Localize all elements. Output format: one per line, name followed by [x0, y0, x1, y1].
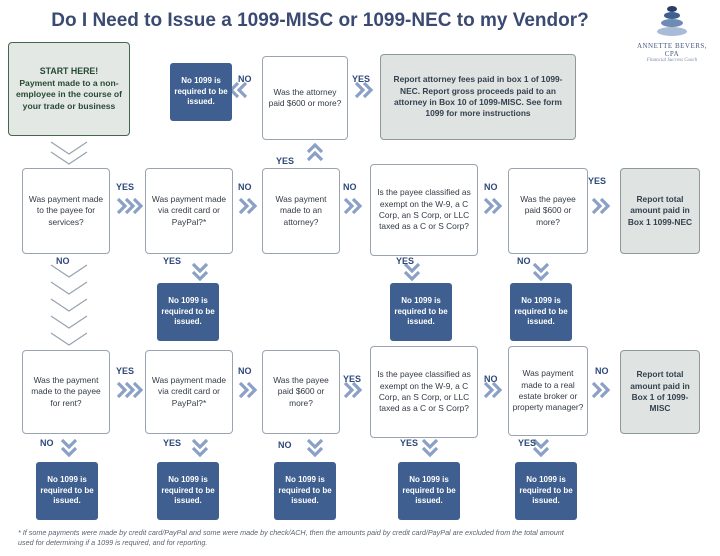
question-600-rent: Was the payee paid $600 or more? — [262, 350, 340, 434]
rent-no-arrow-4 — [483, 381, 502, 399]
services-yes-arrow-5 — [591, 197, 610, 215]
no1099-rent-1: No 1099 is required to be issued. — [36, 462, 98, 520]
label-no-rent-5: NO — [595, 366, 609, 376]
label-no-top: NO — [238, 74, 252, 84]
rent-yes-arrow — [116, 381, 143, 399]
label-no-services-3: NO — [343, 182, 357, 192]
question-attorney: Was payment made to an attorney? — [262, 168, 340, 254]
question-rent: Was the payment made to the payee for re… — [22, 350, 110, 434]
rent-no-arrow-5 — [591, 381, 610, 399]
label-yes-top: YES — [352, 74, 371, 84]
question-exempt-services: Is the payee classified as exempt on the… — [370, 164, 478, 256]
question-exempt-rent: Is the payee classified as exempt on the… — [370, 346, 478, 438]
label-yes-rent-down-4: YES — [400, 438, 419, 448]
start-down-arrow — [50, 141, 88, 165]
label-yes-rent-3: YES — [343, 374, 362, 384]
top-yes-arrow — [354, 81, 373, 99]
logo-tagline: Financial Success Coach — [646, 58, 698, 63]
services-yes-arrow — [116, 197, 143, 215]
question-attorney-600: Was the attorney paid $600 or more? — [262, 56, 348, 140]
start-heading: START HERE! — [39, 65, 99, 76]
label-yes-rent-down-5: YES — [518, 438, 537, 448]
page-title: Do I Need to Issue a 1099-MISC or 1099-N… — [51, 10, 589, 31]
services-down-arrows — [191, 262, 550, 281]
label-no-rent-4: NO — [484, 374, 498, 384]
no1099-top: No 1099 is required to be issued. — [170, 63, 232, 121]
question-services: Was payment made to the payee for servic… — [22, 168, 110, 254]
brand-logo: ANNETTE BEVERS, CPA Financial Success Co… — [632, 6, 712, 64]
no1099-rent-2: No 1099 is required to be issued. — [157, 462, 219, 520]
label-yes-services-down-4: YES — [396, 256, 415, 266]
footnote: * If some payments were made by credit c… — [18, 528, 564, 548]
label-yes-services-down-2: YES — [163, 256, 182, 266]
no1099-rent-5: No 1099 is required to be issued. — [515, 462, 577, 520]
top-no-arrow — [229, 81, 248, 99]
question-600-services: Was the payee paid $600 or more? — [508, 168, 588, 254]
question-credit-card-services: Was payment made via credit card or PayP… — [145, 168, 233, 254]
no1099-rent-3: No 1099 is required to be issued. — [274, 462, 336, 520]
question-credit-card-rent: Was payment made via credit card or PayP… — [145, 350, 233, 434]
services-no-arrow-2 — [238, 197, 257, 215]
label-yes-attorney: YES — [276, 156, 295, 166]
no1099-rent-4: No 1099 is required to be issued. — [398, 462, 460, 520]
label-no-services-down-5: NO — [517, 256, 531, 266]
label-yes-services-1: YES — [116, 182, 135, 192]
stacked-stones-icon — [632, 6, 712, 42]
label-no-rent-down-3: NO — [278, 440, 292, 450]
label-yes-rent-1: YES — [116, 366, 135, 376]
no1099-services-3: No 1099 is required to be issued. — [510, 283, 572, 341]
services-to-rent-arrow — [50, 264, 88, 346]
label-yes-services-5: YES — [588, 176, 607, 186]
result-1099-nec: Report total amount paid in Box 1 1099-N… — [620, 168, 700, 254]
start-box: START HERE! Payment made to a non-employ… — [8, 42, 130, 136]
label-no-services-2: NO — [238, 182, 252, 192]
result-1099-misc: Report total amount paid in Box 1 of 109… — [620, 350, 700, 434]
logo-name: ANNETTE BEVERS, CPA — [636, 42, 708, 58]
rent-down-arrows — [60, 438, 550, 457]
question-real-estate: Was payment made to a real estate broker… — [508, 346, 588, 436]
result-attorney: Report attorney fees paid in box 1 of 10… — [380, 54, 576, 140]
rent-no-arrow-2 — [238, 381, 257, 399]
label-no-rent-2: NO — [238, 366, 252, 376]
start-text: Payment made to a non-employee in the co… — [15, 77, 123, 111]
services-no-arrow-4 — [483, 197, 502, 215]
label-no-rent-down-1: NO — [40, 438, 54, 448]
label-no-services-4: NO — [484, 182, 498, 192]
no1099-services-2: No 1099 is required to be issued. — [390, 283, 452, 341]
label-no-services-down: NO — [56, 256, 70, 266]
services-no-arrow-3 — [343, 197, 362, 215]
label-yes-rent-down-2: YES — [163, 438, 182, 448]
no1099-services-1: No 1099 is required to be issued. — [157, 283, 219, 341]
rent-yes-arrow-3 — [343, 381, 362, 399]
attorney-yes-up-arrow — [306, 143, 324, 162]
